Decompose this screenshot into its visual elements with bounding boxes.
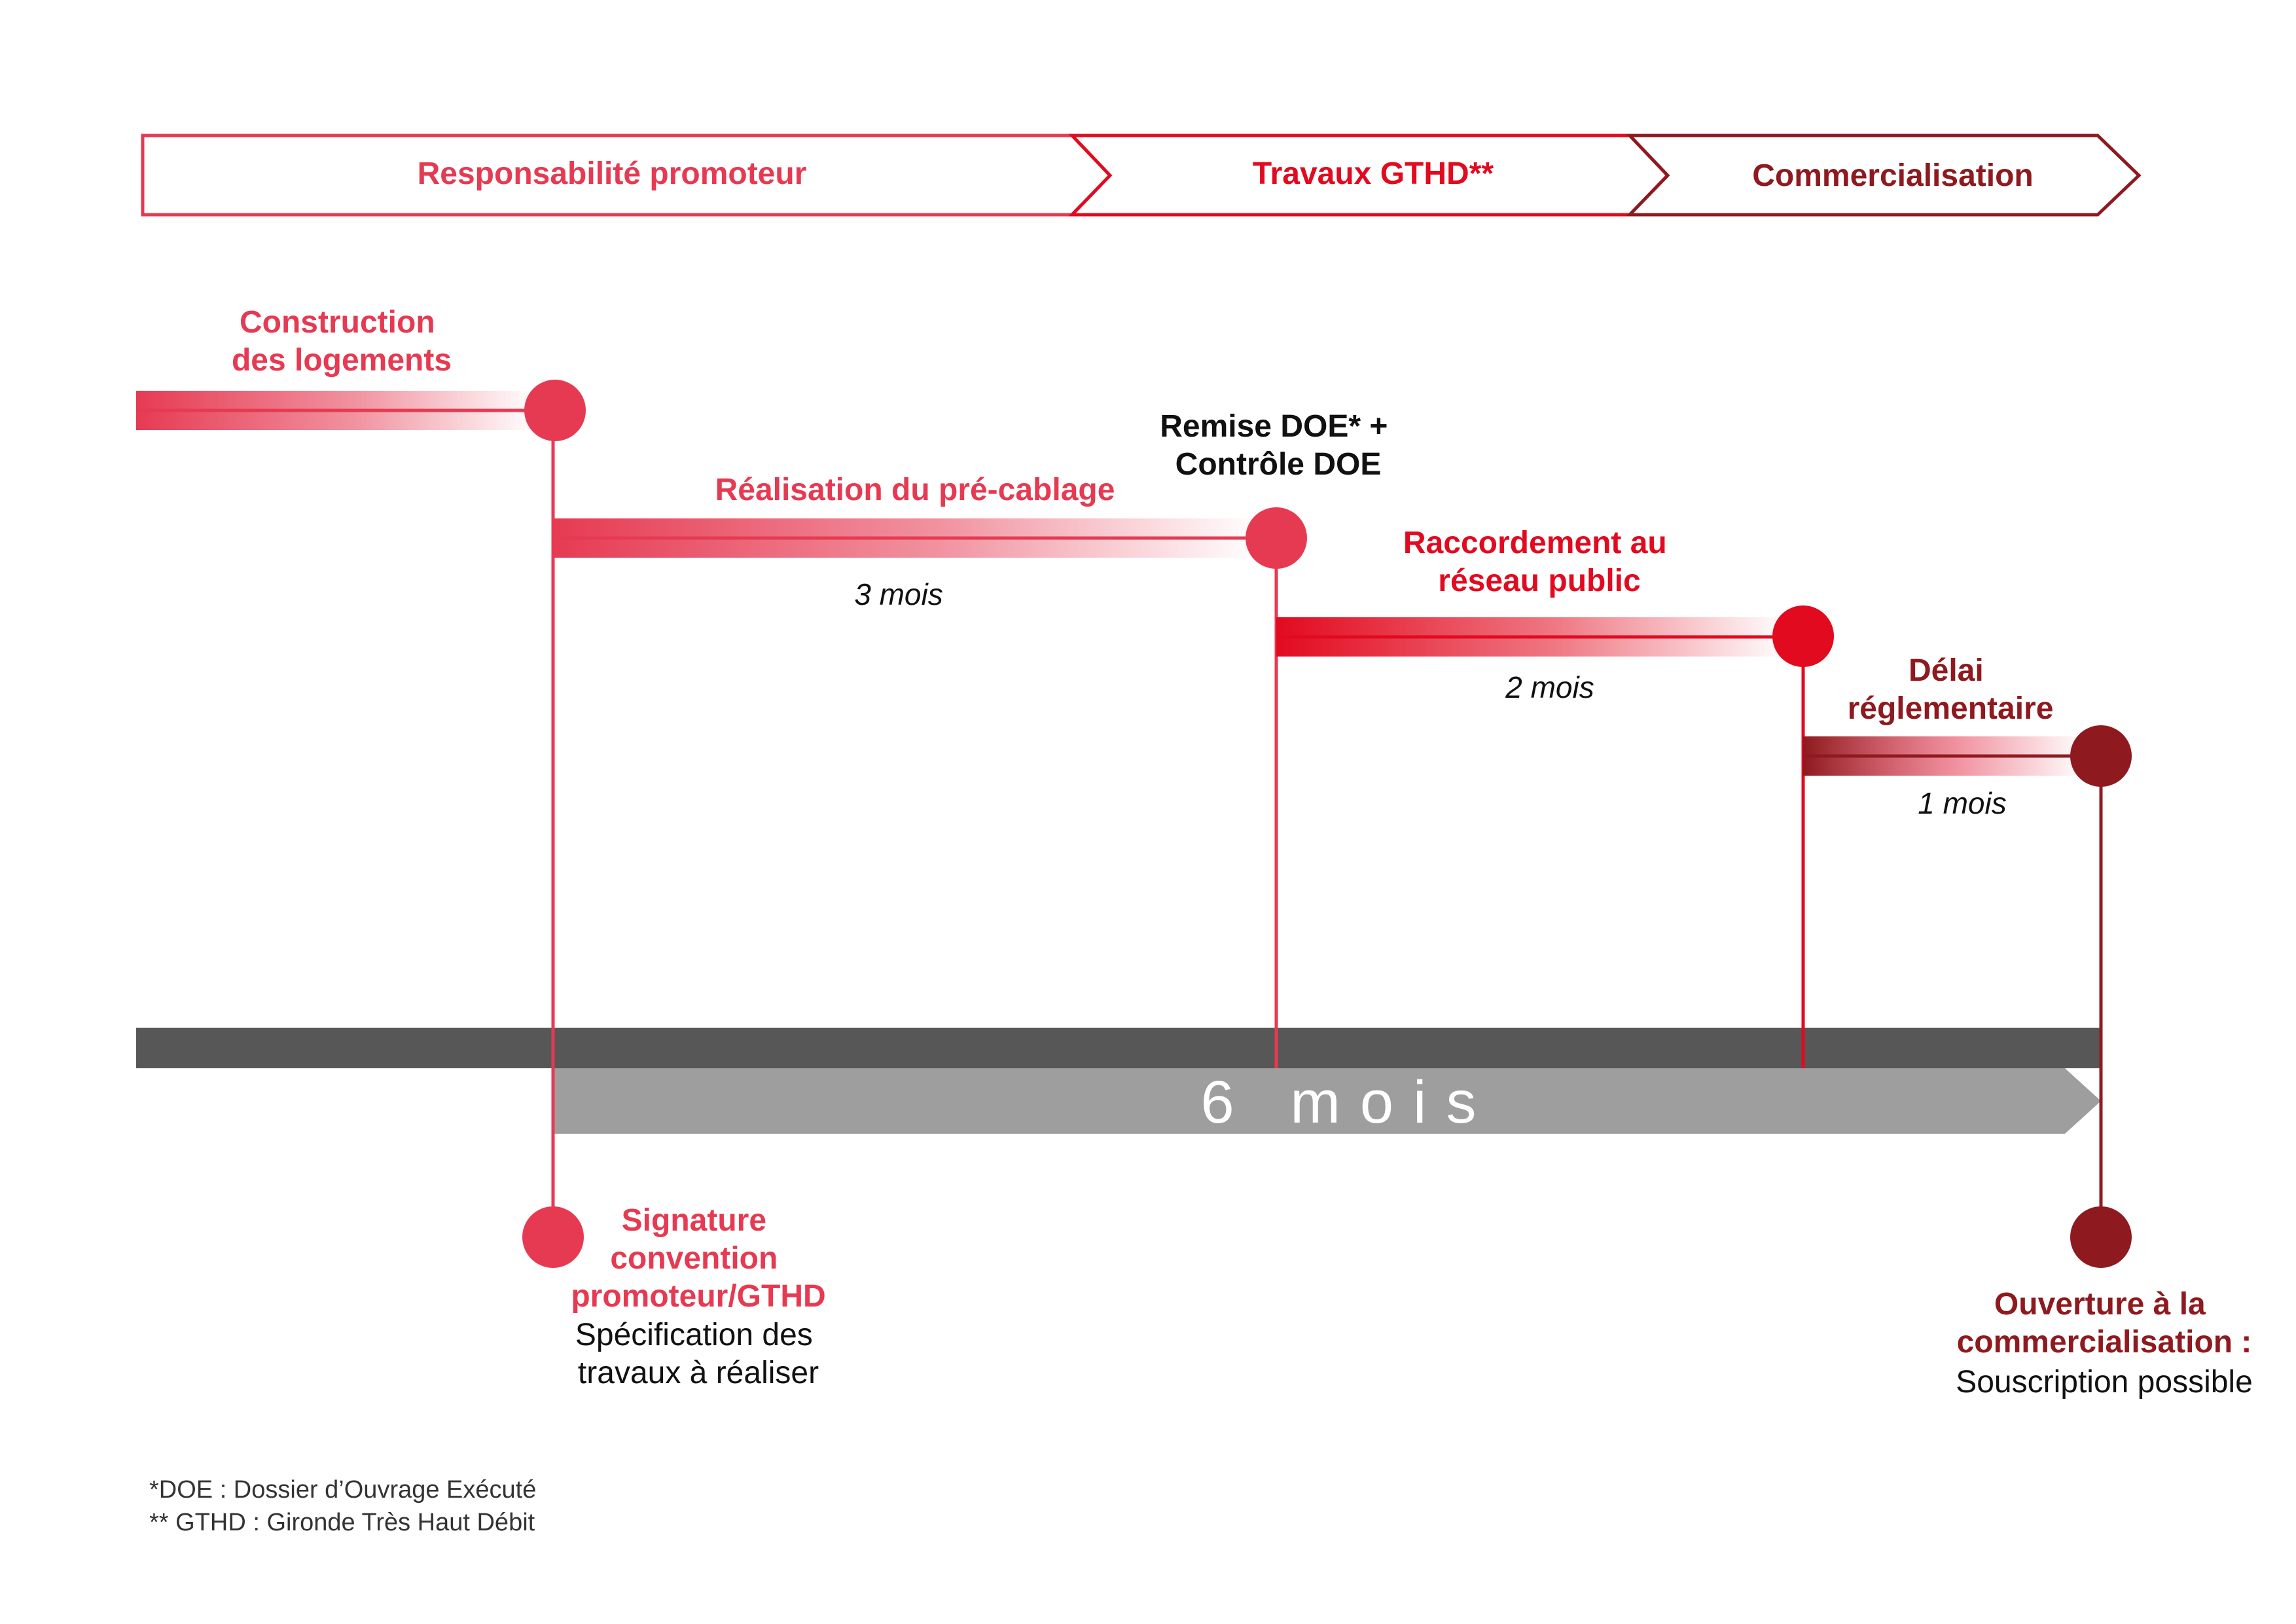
step-raccordement-duration: 2 mois	[1505, 670, 1594, 704]
milestone-doe-label: Remise DOE* + Contrôle DOE	[1160, 409, 1397, 482]
milestone-dot-signature	[522, 1206, 584, 1268]
timeline-axis-bar	[136, 1028, 2101, 1068]
step-precablage-duration: 3 mois	[854, 577, 942, 611]
milestone-ouverture-description: Souscription possible	[1956, 1365, 2253, 1399]
phase-commercialisation-label: Commercialisation	[1752, 158, 2033, 193]
milestone-dot-delai	[2070, 725, 2132, 787]
phase-travaux-label: Travaux GTHD**	[1253, 156, 1494, 191]
step-delai-title: Délai réglementaire	[1848, 653, 2054, 726]
step-construction-title: Construction des logements	[232, 305, 452, 378]
step-raccordement-title: Raccordement au réseau public	[1403, 526, 1676, 598]
milestone-signature-description: Spécification des travaux à réaliser	[575, 1318, 821, 1390]
milestone-signature-title: Signature convention promoteur/GTHD	[571, 1203, 825, 1314]
total-duration-arrow	[552, 1068, 2101, 1134]
milestone-dot-construction-end	[524, 380, 586, 441]
step-precablage-title: Réalisation du pré-cablage	[715, 473, 1115, 507]
step-delai-duration: 1 mois	[1918, 786, 2006, 820]
milestone-ouverture-title: Ouverture à la commercialisation :	[1957, 1287, 2252, 1360]
phase-commercialisation-shape	[1626, 134, 2142, 217]
milestone-dot-doe	[1246, 507, 1307, 569]
milestone-dot-ouverture	[2070, 1206, 2132, 1268]
footnote-gthd: ** GTHD : Gironde Très Haut Débit	[149, 1509, 535, 1536]
total-duration-label: 6 mois	[1201, 1069, 1496, 1136]
milestone-dot-raccordement	[1772, 605, 1834, 667]
phase-banner: Responsabilité promoteur Travaux GTHD** …	[141, 134, 2142, 217]
footnote-doe: *DOE : Dossier d’Ouvrage Exécuté	[149, 1476, 536, 1504]
phase-responsabilite-label: Responsabilité promoteur	[418, 156, 807, 191]
